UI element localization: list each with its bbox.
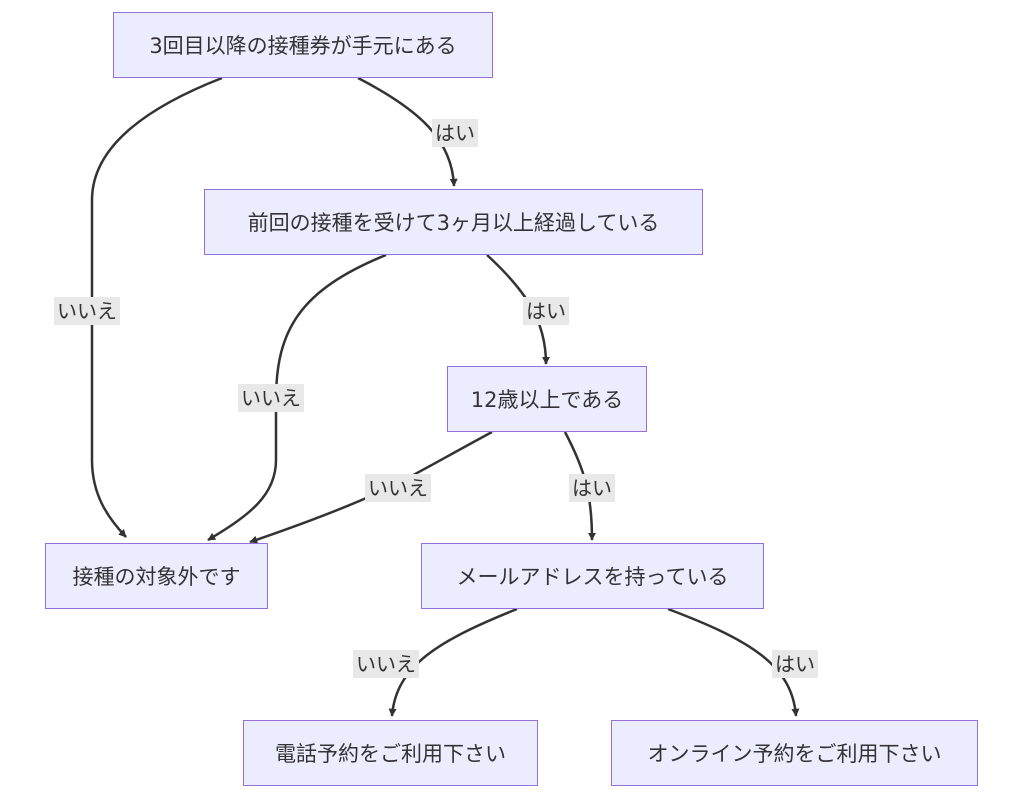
node-online-result-label: オンライン予約をご利用下さい <box>647 742 942 766</box>
edge-label-ticket-yes: はい <box>432 119 478 147</box>
node-online-result: オンライン予約をご利用下さい <box>611 720 978 786</box>
node-ticket-question: 3回目以降の接種券が手元にある <box>113 12 493 78</box>
node-age-question: 12歳以上である <box>447 366 647 432</box>
edge-label-three-months-yes: はい <box>523 297 569 325</box>
node-age-question-label: 12歳以上である <box>470 388 624 412</box>
edge-email-yes <box>667 607 800 717</box>
node-email-question-label: メールアドレスを持っている <box>456 565 729 589</box>
edge-label-email-yes: はい <box>772 650 818 678</box>
node-phone-result: 電話予約をご利用下さい <box>243 720 538 786</box>
node-ticket-question-label: 3回目以降の接種券が手元にある <box>149 34 457 58</box>
edge-email-no <box>388 607 518 717</box>
edge-label-ticket-no: いいえ <box>54 297 120 325</box>
edge-label-age-yes: はい <box>569 474 615 502</box>
node-not-eligible-result: 接種の対象外です <box>45 543 268 609</box>
node-three-months-question: 前回の接種を受けて3ヶ月以上経過している <box>204 189 703 255</box>
node-not-eligible-result-label: 接種の対象外です <box>72 565 241 589</box>
node-phone-result-label: 電話予約をご利用下さい <box>275 742 506 766</box>
node-email-question: メールアドレスを持っている <box>421 543 764 609</box>
edge-label-age-no: いいえ <box>365 474 431 502</box>
node-three-months-question-label: 前回の接種を受けて3ヶ月以上経過している <box>247 211 660 235</box>
edge-ticket-no <box>90 76 223 538</box>
edge-ticket-yes <box>357 76 458 187</box>
edge-label-email-no: いいえ <box>353 650 419 678</box>
edge-label-three-months-no: いいえ <box>238 384 304 412</box>
